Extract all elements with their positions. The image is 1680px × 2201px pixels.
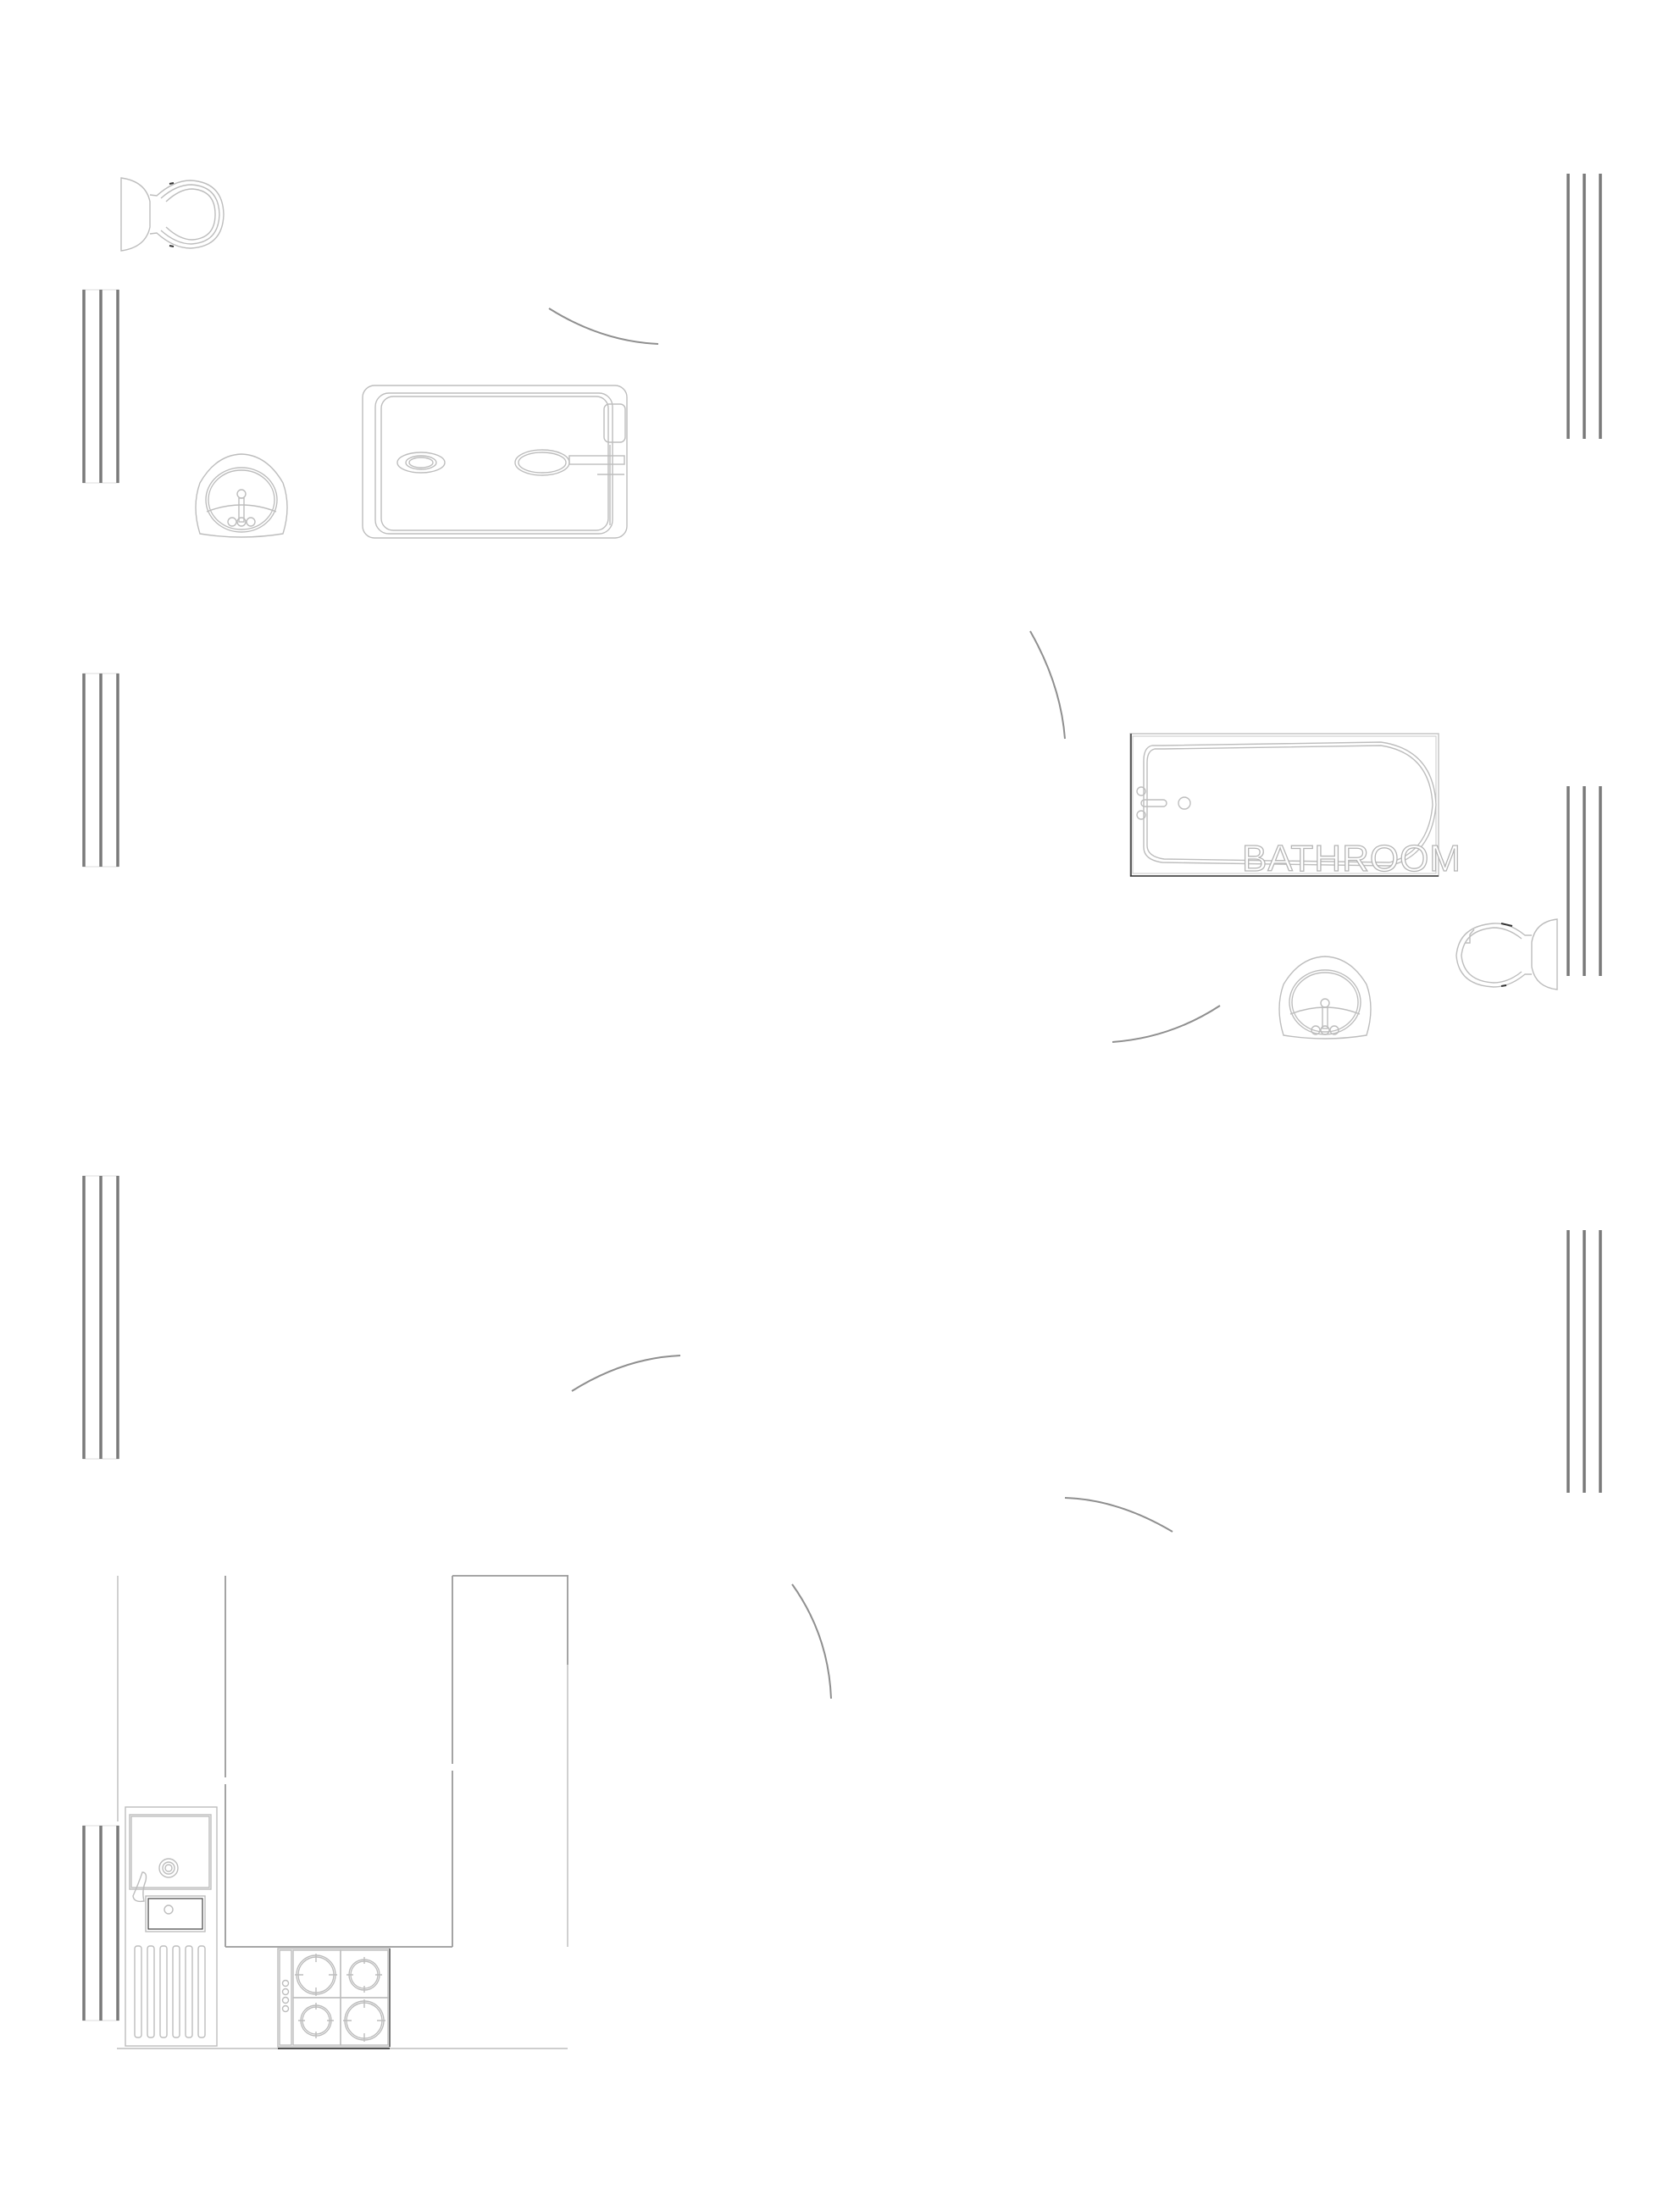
washbasin-bathroom: [1278, 956, 1372, 1040]
door-swing-6: [791, 1583, 832, 1699]
shower-tray: [362, 385, 628, 539]
window-right-3: [1566, 1230, 1602, 1493]
washbasin-upper-left: [195, 453, 288, 538]
burner-1: [295, 1954, 337, 1996]
door-swing-2: [1029, 630, 1066, 740]
kitchen-sink: [125, 1806, 218, 2047]
kitchen-walls: [117, 1575, 568, 2049]
bathroom-label: BATHROOM: [1242, 838, 1461, 879]
burner-3: [298, 2003, 334, 2038]
door-swing-1: [548, 308, 659, 345]
door-swing-4: [571, 1355, 681, 1392]
toilet-upper-left: [120, 177, 225, 252]
toilet-bathroom: [1455, 918, 1558, 990]
burner-4: [343, 1999, 385, 2042]
window-left-1: [82, 289, 119, 484]
window-left-4: [82, 1825, 119, 2021]
window-right-1: [1566, 174, 1602, 439]
door-swing-5: [1064, 1497, 1173, 1533]
window-left-2: [82, 673, 119, 868]
burner-2: [347, 1957, 382, 1993]
door-swing-3: [1112, 1005, 1221, 1043]
window-right-2: [1566, 786, 1602, 976]
drainer-grooves: [134, 1945, 206, 2038]
bathtub: BATHROOM: [1129, 733, 1461, 880]
gas-hob: [277, 1948, 391, 2048]
window-left-3: [82, 1175, 119, 1460]
